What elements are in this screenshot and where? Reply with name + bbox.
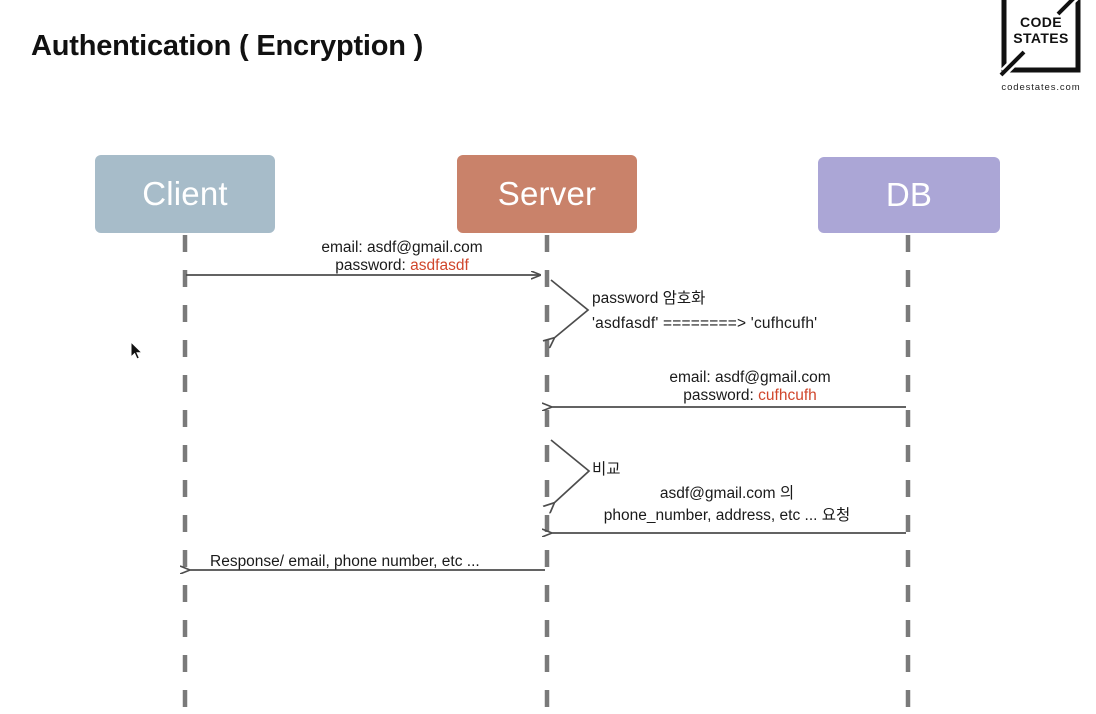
self-loop-label-1: password 암호화 'asdfasdf' ========> 'cufhc…	[592, 290, 817, 333]
logo-line-2: STATES	[1013, 30, 1069, 46]
bracket-frame-icon: CODE STATES	[997, 0, 1085, 80]
message-label-1: email: asdf@gmail.com password: asdfasdf	[268, 239, 536, 275]
message-label-2-password-value: cufhcufh	[758, 387, 817, 404]
message-label-1-prefix: password:	[335, 257, 411, 274]
actor-box-server[interactable]: Server	[457, 155, 637, 233]
message-label-2-line-1: email: asdf@gmail.com	[669, 369, 831, 386]
actor-label-server: Server	[497, 175, 597, 212]
message-label-2-prefix: password:	[683, 387, 759, 404]
mouse-pointer-icon	[130, 340, 144, 361]
self-loop-label-1-line-1: password 암호화	[592, 290, 706, 307]
logo-wordmark: CODE STATES	[997, 14, 1085, 46]
message-label-4: Response/ email, phone number, etc ...	[210, 553, 480, 571]
self-loop-label-1-line-2: 'asdfasdf' ========> 'cufhcufh'	[592, 315, 818, 332]
self-loop-label-2: 비교	[592, 461, 621, 479]
message-label-4-line-1: Response/ email, phone number, etc ...	[210, 553, 480, 570]
self-loop-label-2-line-1: 비교	[592, 461, 621, 478]
message-label-1-line-2: password: asdfasdf	[268, 257, 536, 275]
actor-box-db[interactable]: DB	[818, 157, 1000, 233]
message-label-2-line-2: password: cufhcufh	[600, 387, 900, 405]
actor-label-client: Client	[142, 175, 228, 212]
logo-line-1: CODE	[1019, 14, 1063, 30]
actor-box-client[interactable]: Client	[95, 155, 275, 233]
message-label-1-password-value: asdfasdf	[410, 257, 469, 274]
self-loop-arrow-2	[551, 439, 591, 504]
self-loop-arrow-1	[551, 279, 590, 339]
message-label-1-line-1: email: asdf@gmail.com	[321, 239, 483, 256]
page-title: Authentication ( Encryption )	[31, 30, 424, 62]
actor-label-db: DB	[885, 176, 933, 213]
brand-logo: CODE STATES codestates.com	[991, 0, 1091, 93]
message-label-3-line-2: phone_number, address, etc ... 요청	[603, 507, 851, 524]
message-label-2: email: asdf@gmail.com password: cufhcufh	[600, 369, 900, 405]
logo-url: codestates.com	[1001, 82, 1081, 93]
message-label-3: asdf@gmail.com 의 phone_number, address, …	[559, 485, 895, 525]
message-label-3-line-1: asdf@gmail.com 의	[659, 485, 795, 502]
